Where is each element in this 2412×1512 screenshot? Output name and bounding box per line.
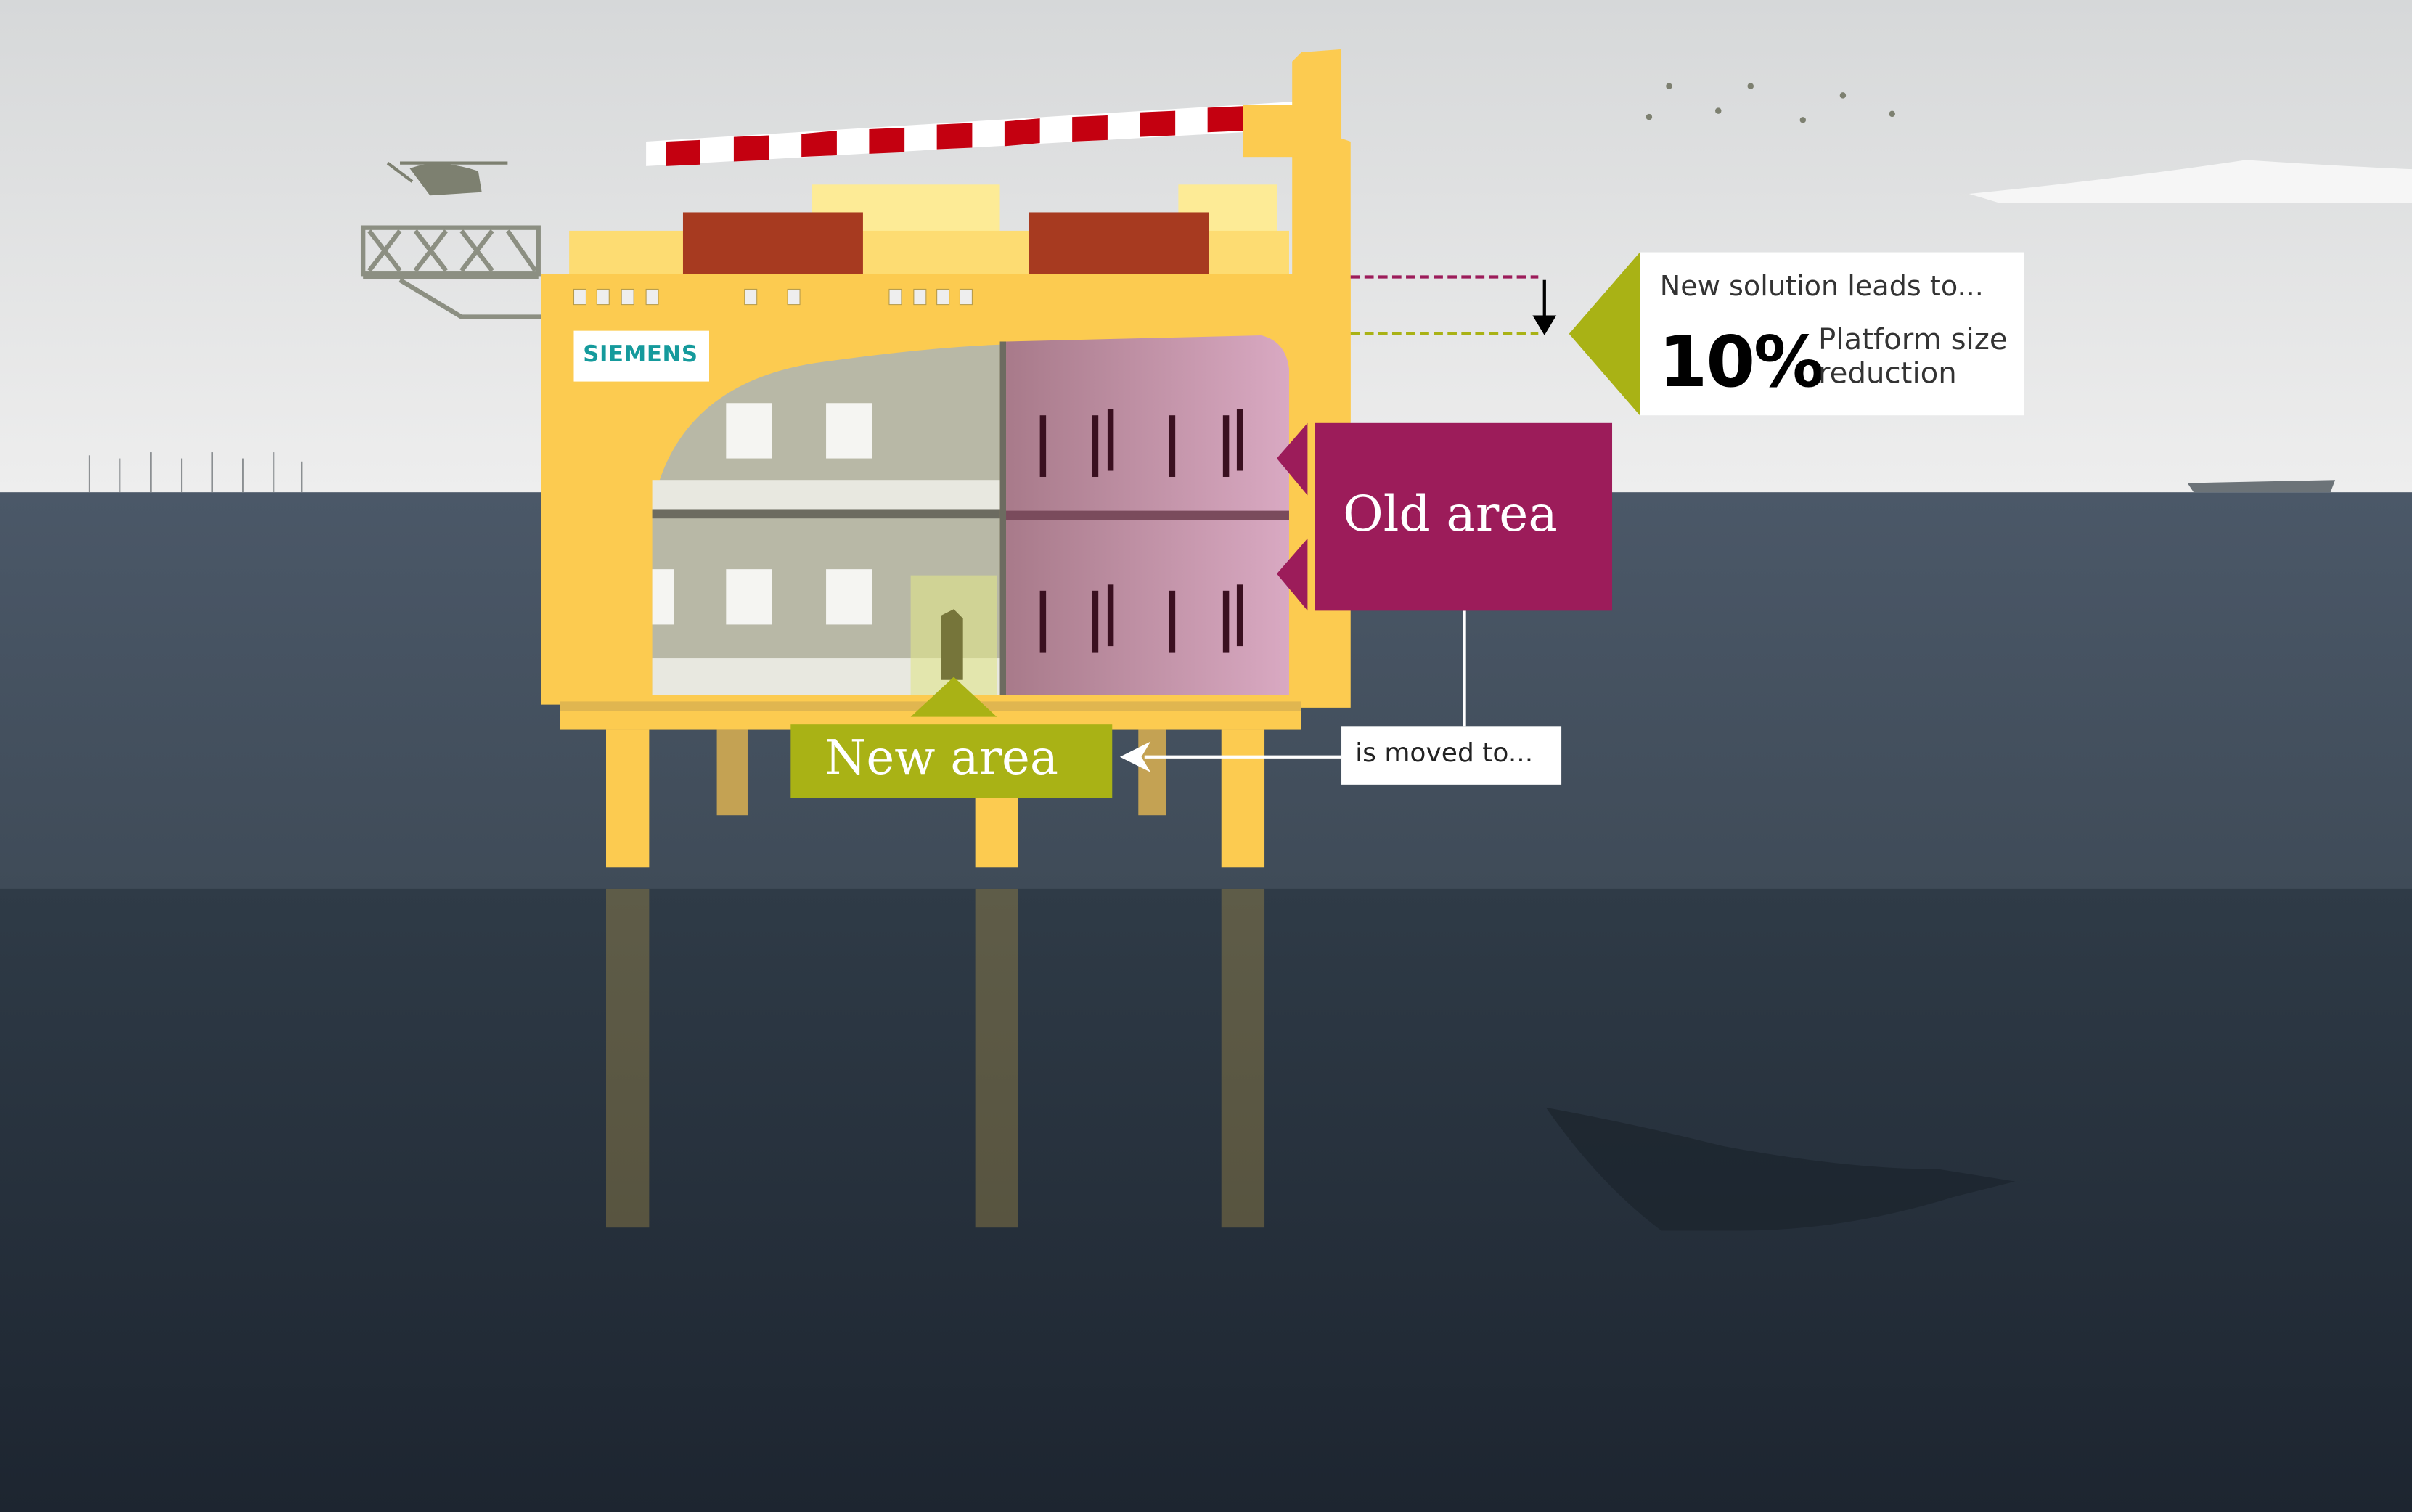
old-area-arrow-upper: [1277, 422, 1308, 496]
reduction-description: Platform size reduction: [1818, 323, 2008, 391]
leg-reflections: [606, 888, 1265, 1228]
new-area-callout: New area: [790, 724, 1113, 798]
wind-turbines: [88, 452, 303, 493]
transformers: [652, 403, 872, 625]
cloud: [1969, 160, 2412, 203]
info-callout: New solution leads to... 10% Platform si…: [1640, 252, 2024, 416]
left-arrow-icon: [1119, 741, 1151, 772]
info-heading: New solution leads to...: [1659, 270, 1984, 303]
ship-silhouette: [2187, 480, 2336, 493]
birds: [1646, 83, 1895, 123]
siemens-logo: SIEMENS: [573, 330, 709, 382]
underwater: [0, 888, 2412, 1512]
description-line: reduction: [1818, 356, 1957, 391]
moved-label: is moved to...: [1355, 738, 1534, 769]
switchgear: [1039, 409, 1243, 653]
helicopter: [386, 161, 508, 196]
old-area-callout: Old area: [1315, 422, 1613, 611]
platform-legs: [606, 729, 1265, 868]
description-line: Platform size: [1818, 323, 2008, 357]
info-arrow: [1569, 252, 1640, 416]
container: [1029, 212, 1209, 277]
helideck: [360, 225, 541, 319]
container: [682, 212, 863, 277]
old-area-label: Old area: [1343, 484, 1558, 544]
old-area-arrow-lower: [1277, 538, 1308, 611]
reduction-percent: 10%: [1658, 319, 1825, 404]
crane-stripes: [666, 106, 1243, 166]
moved-callout: is moved to...: [1341, 726, 1562, 785]
siemens-logo-text: SIEMENS: [583, 343, 698, 368]
new-area-arrow: [910, 677, 997, 717]
new-area-label: New area: [824, 730, 1059, 786]
whale-silhouette: [1545, 1107, 2016, 1231]
down-arrow-icon: [1532, 279, 1557, 335]
